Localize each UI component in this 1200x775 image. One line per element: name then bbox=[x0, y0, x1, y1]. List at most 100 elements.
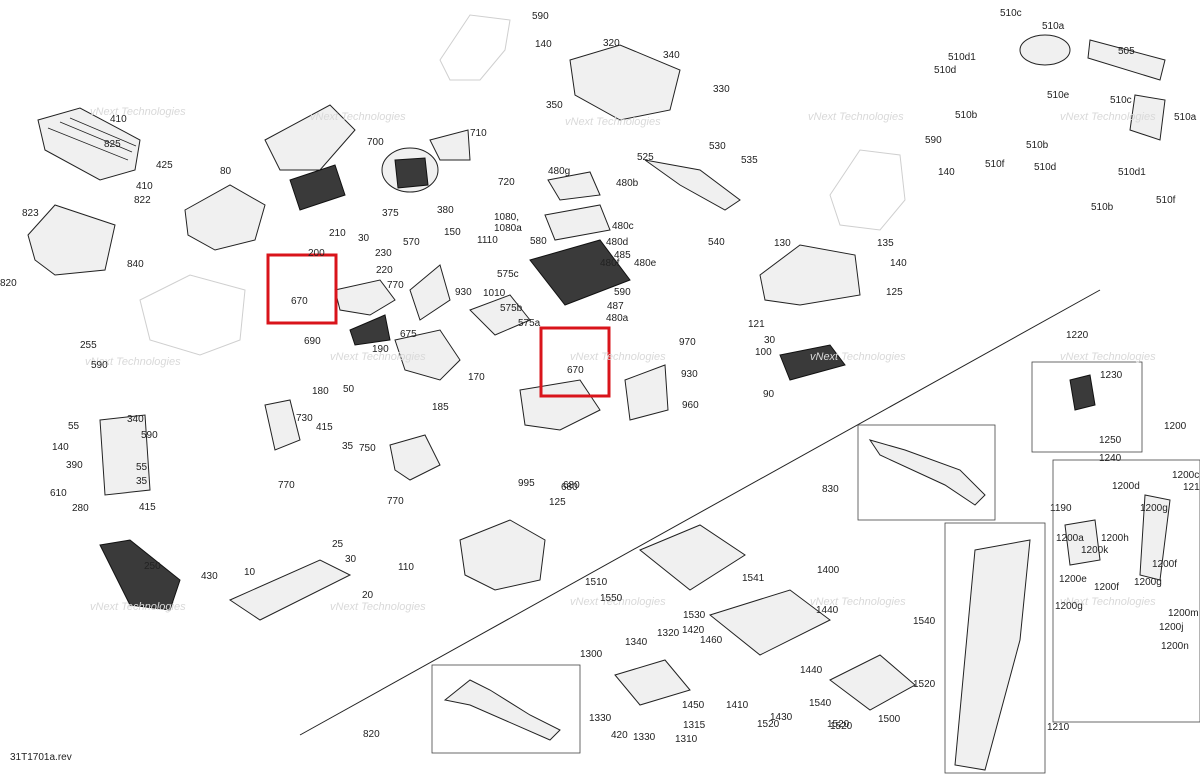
callout-label: 1200g bbox=[1055, 601, 1083, 612]
part-1400-skid-plate bbox=[708, 589, 831, 656]
svg-text:vNext Technologies: vNext Technologies bbox=[330, 351, 426, 363]
callout-label: 825 bbox=[104, 139, 121, 150]
callout-label: 610 bbox=[50, 488, 67, 499]
callout-label: 390 bbox=[66, 460, 83, 471]
callout-label: 1200f bbox=[1152, 559, 1177, 570]
part-510a-headlight bbox=[1019, 34, 1071, 66]
callout-label: 510f bbox=[1156, 195, 1176, 206]
callout-label: 1010 bbox=[483, 288, 506, 299]
part-930-fender bbox=[409, 264, 451, 321]
callout-label: 1200n bbox=[1161, 641, 1189, 652]
highlight-part-680 bbox=[539, 326, 611, 398]
callout-label: 55 bbox=[136, 462, 148, 473]
part-1010-panel bbox=[469, 294, 531, 336]
callout-label: 690 bbox=[304, 336, 321, 347]
callout-label: 375 bbox=[382, 208, 399, 219]
callout-label: 55 bbox=[68, 421, 80, 432]
callout-label: 380 bbox=[437, 205, 454, 216]
part-175-bracket bbox=[394, 329, 461, 381]
part-1510-skid-plate bbox=[639, 524, 746, 591]
callout-label: 1420 bbox=[682, 625, 705, 636]
callout-label: 1460 bbox=[700, 635, 723, 646]
part-10-footrest bbox=[228, 559, 352, 621]
callout-label: 121 bbox=[748, 319, 765, 330]
callout-label: 410 bbox=[136, 181, 153, 192]
callout-label: 1300 bbox=[580, 649, 603, 660]
callout-label: 590 bbox=[614, 287, 631, 298]
callout-label: 330 bbox=[713, 84, 730, 95]
callout-label: 540 bbox=[708, 237, 725, 248]
part-820-inset-bumper bbox=[443, 679, 561, 741]
callout-label: 140 bbox=[52, 442, 69, 453]
callout-label: 1200 bbox=[1164, 421, 1187, 432]
callout-label: 1520 bbox=[913, 679, 936, 690]
callout-label: 1430 bbox=[770, 712, 793, 723]
callout-label: 170 bbox=[468, 372, 485, 383]
callout-label: 1200j bbox=[1159, 622, 1183, 633]
callout-label: 480d bbox=[606, 237, 628, 248]
callout-label: 510c bbox=[1110, 95, 1132, 106]
part-90-footrest bbox=[779, 344, 846, 381]
callout-label: 1200m bbox=[1168, 608, 1199, 619]
callout-label: 1200k bbox=[1081, 545, 1109, 556]
callout-label: 340 bbox=[127, 414, 144, 425]
callout-label: 210 bbox=[329, 228, 346, 239]
callout-label: 730 bbox=[296, 413, 313, 424]
callout-label: 200 bbox=[308, 248, 325, 259]
callout-label: 1200f bbox=[1094, 582, 1119, 593]
callout-label: 510d1 bbox=[1118, 167, 1146, 178]
svg-text:vNext Technologies: vNext Technologies bbox=[1060, 111, 1156, 123]
callout-label: 1450 bbox=[682, 700, 705, 711]
callout-label: 125 bbox=[886, 287, 903, 298]
callout-label: 770 bbox=[278, 480, 295, 491]
callout-label: 1500 bbox=[878, 714, 901, 725]
callout-label: 1210 bbox=[1047, 722, 1070, 733]
callout-label: 480g bbox=[548, 166, 570, 177]
callout-label: 80 bbox=[220, 166, 232, 177]
part-525-bracket bbox=[644, 159, 741, 211]
callout-label: 510a bbox=[1174, 112, 1197, 123]
callout-label: 430 bbox=[201, 571, 218, 582]
callout-label: 255 bbox=[80, 340, 97, 351]
callout-label: 960 bbox=[682, 400, 699, 411]
callout-label: 570 bbox=[403, 237, 420, 248]
callout-label: 250 bbox=[144, 561, 161, 572]
callout-label: 410 bbox=[110, 114, 127, 125]
part-700-cover bbox=[381, 147, 439, 193]
callout-label: 930 bbox=[681, 369, 698, 380]
callout-label: 510e bbox=[1047, 90, 1070, 101]
part-505-bar bbox=[1087, 39, 1166, 81]
callout-label: 590 bbox=[532, 11, 549, 22]
part-680-fender bbox=[519, 379, 601, 431]
callout-label: 720 bbox=[498, 177, 515, 188]
callout-label: 130 bbox=[774, 238, 791, 249]
callout-label: 320 bbox=[603, 38, 620, 49]
callout-label: 100 bbox=[755, 347, 772, 358]
callout-label: 1330 bbox=[633, 732, 656, 743]
part-930-panel-right bbox=[624, 364, 669, 421]
callout-label: 1200h bbox=[1101, 533, 1129, 544]
callout-label: 125 bbox=[549, 497, 566, 508]
part-410-rear-rack bbox=[37, 107, 141, 181]
callout-label: 90 bbox=[763, 389, 775, 400]
callout-label: 415 bbox=[139, 502, 156, 513]
svg-text:vNext Technologies: vNext Technologies bbox=[90, 106, 186, 118]
callout-label: 1240 bbox=[1099, 453, 1122, 464]
callout-label: 350 bbox=[546, 100, 563, 111]
callout-label: 1520 bbox=[830, 721, 853, 732]
svg-text:vNext Technologies: vNext Technologies bbox=[1060, 351, 1156, 363]
part-250-frame bbox=[99, 539, 181, 611]
part-770-fender bbox=[334, 279, 396, 316]
callout-label: 1530 bbox=[683, 610, 706, 621]
callout-label: 1200g bbox=[1140, 503, 1168, 514]
highlight-part-670 bbox=[266, 253, 338, 325]
callout-label: 680 bbox=[561, 482, 578, 493]
callout-label: 700 bbox=[367, 137, 384, 148]
callout-label: 510a bbox=[1042, 21, 1065, 32]
part-80-panel bbox=[264, 104, 356, 211]
callout-label: 575a bbox=[518, 318, 541, 329]
callout-label: 30 bbox=[358, 233, 370, 244]
callout-label: 510c bbox=[1000, 8, 1022, 19]
callout-label: 1320 bbox=[657, 628, 680, 639]
